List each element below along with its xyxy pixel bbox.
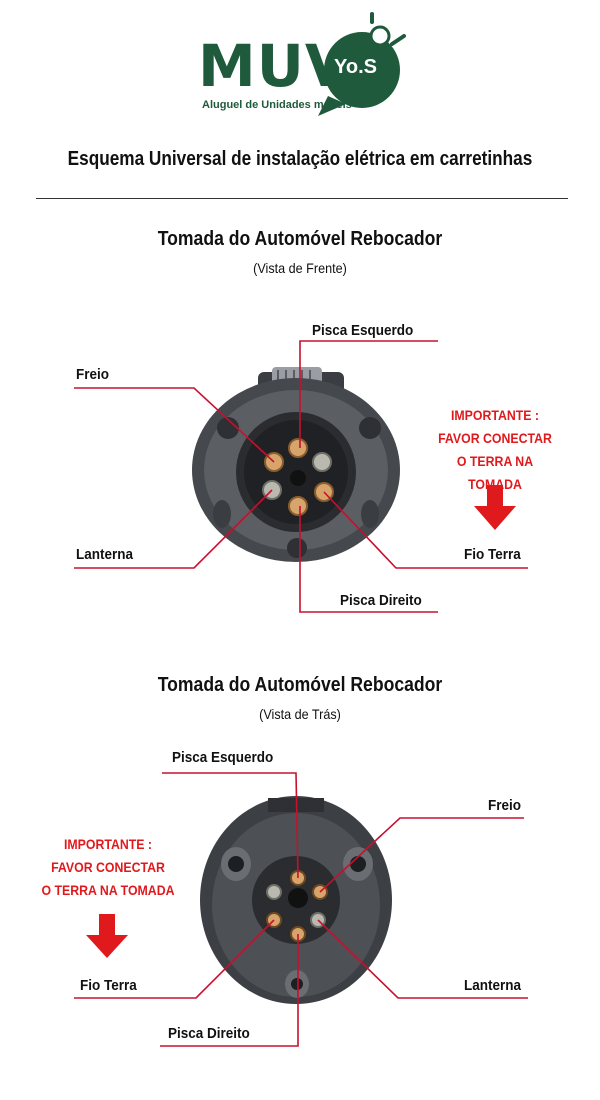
back-title: Tomada do Automóvel Rebocador (157, 674, 443, 696)
leader-lanterna (74, 489, 273, 569)
mount-hole (291, 978, 303, 990)
leader-pisca-direito (299, 506, 438, 613)
leader-freio (74, 387, 275, 463)
mount-hole (217, 417, 239, 439)
front-subtitle: (Vista de Frente) (253, 260, 347, 276)
logo-graphic (318, 12, 406, 116)
pin-pisca-esquerdo (288, 438, 308, 458)
logo-tagline: Aluguel de Unidades móveis (202, 99, 352, 111)
pin-center (290, 470, 306, 486)
logo-badge-tail (318, 96, 346, 116)
pin (266, 884, 282, 900)
page-title: Esquema Universal de instalação elétrica… (67, 148, 533, 170)
label-pisca-direito: Pisca Direito (168, 1025, 250, 1042)
front-title: Tomada do Automóvel Rebocador (157, 228, 443, 250)
back-subtitle: (Vista de Trás) (259, 706, 341, 722)
mount-hole (350, 856, 366, 872)
logo-badge-text: Yo.S (334, 56, 377, 78)
logo-badge-circle (324, 32, 400, 108)
label-pisca-direito: Pisca Direito (340, 592, 422, 609)
leader-pisca-esquerdo (162, 772, 299, 879)
down-arrow-icon (86, 914, 128, 958)
label-pisca-esquerdo: Pisca Esquerdo (312, 322, 414, 339)
divider (36, 198, 568, 199)
mount-hole (228, 856, 244, 872)
important-note: IMPORTANTE : FAVOR CONECTAR O TERRA NA T… (41, 836, 175, 898)
label-fio-terra: Fio Terra (80, 977, 137, 994)
label-lanterna: Lanterna (464, 977, 522, 994)
label-pisca-esquerdo: Pisca Esquerdo (172, 749, 274, 766)
pin-pisca-direito (288, 496, 308, 516)
label-freio: Freio (76, 366, 110, 383)
label-freio: Freio (488, 797, 522, 814)
pin-center (288, 888, 308, 908)
leader-fio-terra (74, 919, 275, 999)
leader-pisca-direito (160, 934, 299, 1047)
important-note: IMPORTANTE : FAVOR CONECTAR O TERRA NA T… (438, 407, 552, 492)
leader-fio-terra (323, 491, 528, 569)
mount-hole (359, 417, 381, 439)
leader-lanterna (317, 919, 528, 999)
mount-hole (287, 538, 307, 558)
logo-brand: MUV (198, 32, 351, 100)
leader-pisca-esquerdo (299, 340, 438, 448)
pin (312, 452, 332, 472)
label-fio-terra: Fio Terra (464, 546, 521, 563)
leader-freio (319, 817, 524, 893)
down-arrow-icon (474, 485, 516, 530)
label-lanterna: Lanterna (76, 546, 134, 563)
logo-dot-icon (369, 25, 391, 47)
